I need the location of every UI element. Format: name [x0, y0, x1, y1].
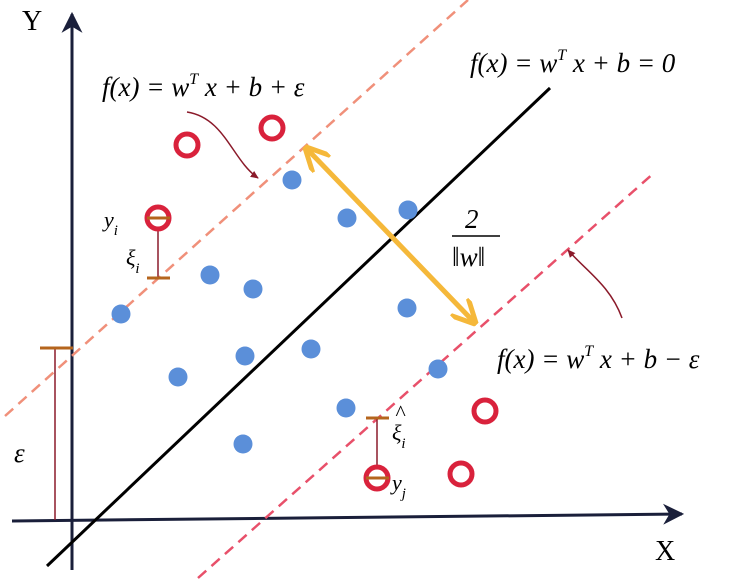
data-point	[235, 346, 255, 366]
outlier-point	[471, 397, 499, 425]
lower-margin-equation: f(x) = wT x + b − ε	[497, 343, 700, 374]
data-point	[243, 279, 263, 299]
xi-hat-label: ξi	[392, 420, 406, 452]
data-point	[397, 298, 417, 318]
width-numerator: 2	[465, 204, 479, 234]
data-point	[111, 304, 131, 324]
data-point	[301, 339, 321, 359]
width-denominator: ‖w‖	[452, 242, 485, 272]
upper-margin-equation: f(x) = wT x + b + ε	[102, 71, 305, 102]
y-axis-label: Y	[22, 6, 42, 37]
x-axis-label: X	[655, 536, 675, 567]
upper-margin-line	[4, 0, 469, 417]
data-point	[336, 398, 356, 418]
outlier-point	[447, 460, 475, 488]
data-point	[428, 359, 448, 379]
xi-hat-accent: ^	[395, 400, 406, 425]
epsilon-label: ε	[14, 438, 25, 468]
upper-margin-pointer	[186, 111, 259, 179]
lower-margin-pointer	[567, 249, 623, 319]
data-point	[282, 170, 302, 190]
hyperplane-equation: f(x) = wT x + b = 0	[470, 47, 676, 78]
x-axis	[11, 503, 685, 525]
data-point	[200, 265, 220, 285]
outlier-point	[173, 131, 201, 159]
y-j-label: yj	[390, 470, 406, 502]
data-point	[398, 200, 418, 220]
y-i-label: yi	[102, 207, 118, 239]
data-point	[168, 367, 188, 387]
data-point	[337, 208, 357, 228]
data-point	[233, 434, 253, 454]
xi-i-label: ξi	[126, 245, 140, 277]
data-points	[111, 170, 448, 454]
hyperplane-line	[45, 86, 552, 568]
outlier-points	[144, 114, 499, 492]
margin-width-arrow	[308, 150, 473, 321]
lower-margin-line	[197, 171, 656, 579]
outlier-point	[258, 114, 286, 142]
